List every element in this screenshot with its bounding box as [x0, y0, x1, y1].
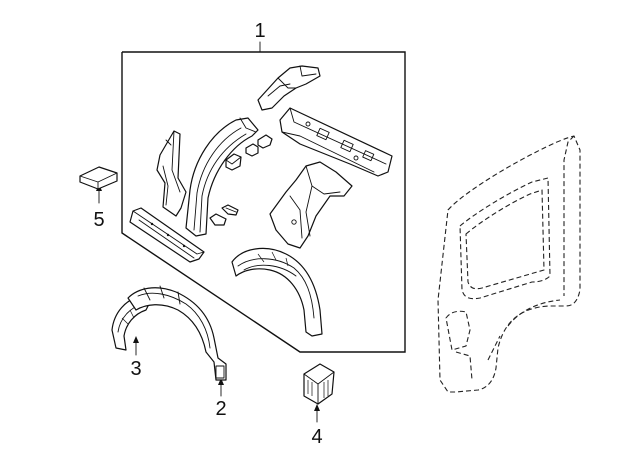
callout-4-leader — [314, 404, 320, 423]
callout-2-leader — [218, 378, 224, 397]
part-2-wheelhouse-panel — [127, 285, 227, 381]
callout-3: 3 — [130, 358, 141, 380]
callout-1: 1 — [254, 20, 265, 42]
part-quarter-inner-pillar — [269, 161, 353, 249]
part-small-brackets — [209, 134, 273, 226]
part-upper-bracket — [257, 65, 321, 111]
part-wheelhouse-arch — [185, 117, 259, 237]
part-group-frame — [121, 41, 406, 353]
part-sill-strip — [129, 207, 205, 263]
callout-5: 5 — [93, 209, 104, 231]
part-4-bracket — [303, 363, 335, 405]
part-outer-wheelhouse — [231, 247, 323, 337]
part-channel-rail — [279, 107, 393, 177]
callout-2: 2 — [215, 398, 226, 420]
part-5-pad — [79, 166, 118, 190]
quarter-panel-reference-outline — [437, 135, 581, 393]
callout-3-leader — [133, 336, 139, 356]
part-pillar-reinforcement — [156, 130, 187, 217]
callout-4: 4 — [311, 426, 322, 448]
